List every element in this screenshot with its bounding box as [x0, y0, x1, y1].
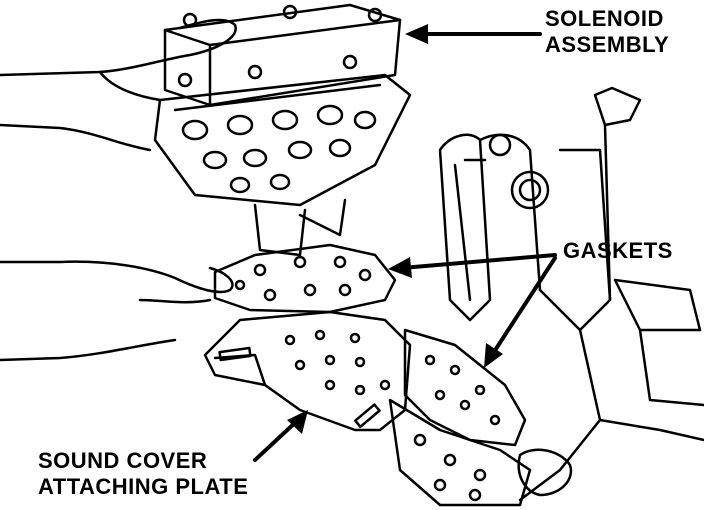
- solenoid-assembly: [153, 3, 412, 257]
- gaskets-arrow-lower: [484, 256, 557, 368]
- valve-body: [388, 398, 532, 507]
- sound-cover-label-line-1: SOUND COVER: [38, 448, 208, 473]
- solenoid-label-line-1: SOLENOID: [545, 6, 664, 31]
- solenoid-arrow: [405, 24, 542, 44]
- lower-gasket: [403, 328, 527, 447]
- transmission-housing: [438, 86, 704, 502]
- upper-hand: [0, 18, 237, 152]
- gaskets-label-text: GASKETS: [563, 238, 673, 263]
- sound-cover-arrow: [253, 410, 308, 462]
- lower-hand: [0, 260, 234, 362]
- sound-cover-label-line-2: ATTACHING PLATE: [38, 474, 249, 499]
- upper-gasket: [213, 243, 397, 314]
- solenoid-label-line-2: ASSEMBLY: [545, 32, 670, 57]
- sound-cover-plate: [203, 310, 412, 432]
- gaskets-arrow-upper: [388, 253, 557, 278]
- gaskets-label: GASKETS: [563, 238, 673, 264]
- solenoid-assembly-label: SOLENOID ASSEMBLY: [545, 6, 669, 58]
- sound-cover-label: SOUND COVER ATTACHING PLATE: [38, 448, 248, 500]
